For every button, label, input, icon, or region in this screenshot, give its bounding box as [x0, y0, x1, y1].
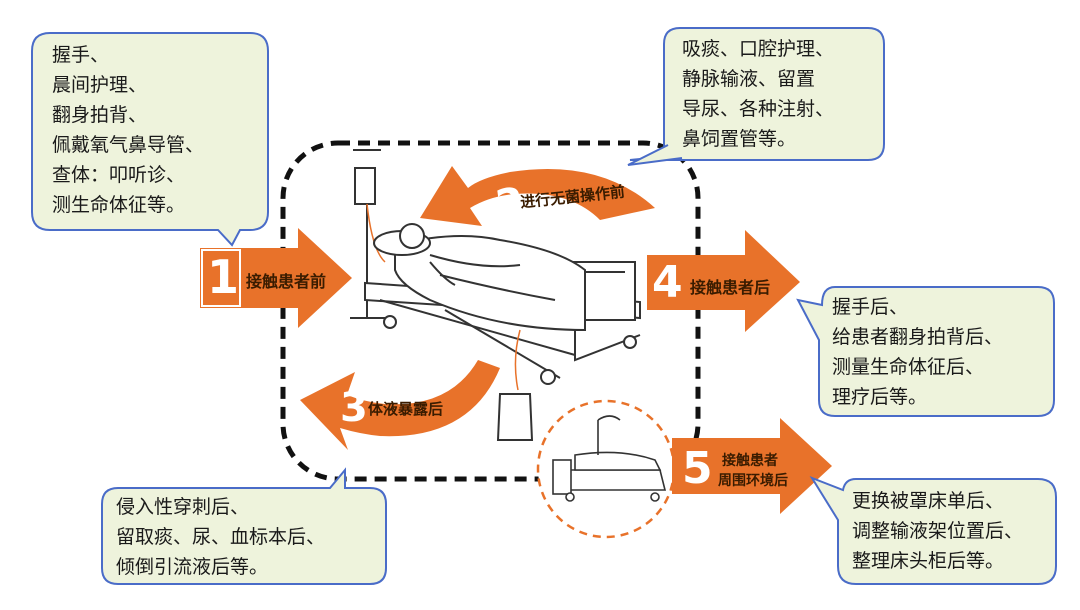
arrow-5-shape [672, 418, 832, 514]
callout-line: 留取痰、尿、血标本后、 [116, 526, 326, 548]
arrow-5-label-line2: 周围环境后 [718, 473, 788, 489]
arrow-5-number: 5 [682, 443, 713, 494]
arrow-3-number: 3 [340, 385, 368, 431]
callout-pointer-before-aseptic [627, 144, 683, 166]
callout-line: 鼻饲置管等。 [682, 128, 797, 150]
callout-after-contact-text: 握手后、 给患者翻身拍背后、 测量生命体征后、 理疗后等。 [832, 292, 1003, 412]
callout-line: 更换被罩床单后、 [852, 490, 1005, 512]
callout-line: 倾倒引流液后等。 [116, 556, 269, 578]
callout-line: 测生命体征等。 [52, 194, 186, 216]
surroundings-bed-illustration [552, 415, 667, 502]
callout-after-fluid-text: 侵入性穿刺后、 留取痰、尿、血标本后、 倾倒引流液后等。 [116, 492, 325, 582]
callout-after-surroundings-text: 更换被罩床单后、 调整输液架位置后、 整理床头柜后等。 [852, 486, 1023, 576]
callout-line: 给患者翻身拍背后、 [832, 326, 1004, 348]
callout-line: 导尿、各种注射、 [682, 98, 835, 120]
arrow-4-number: 4 [652, 257, 683, 308]
callout-line: 侵入性穿刺后、 [116, 496, 250, 518]
callout-line: 理疗后等。 [832, 386, 928, 408]
callout-line: 测量生命体征后、 [832, 356, 985, 378]
callout-line: 握手后、 [832, 296, 909, 318]
callout-line: 晨间护理、 [52, 74, 148, 96]
arrow-4-label: 接触患者后 [690, 278, 771, 297]
hospital-bed-illustration [350, 149, 641, 441]
patient-zone-border [280, 140, 701, 482]
arrow-5-label-line1: 接触患者 [722, 453, 778, 469]
callout-before-contact-text: 握手、 晨间护理、 翻身拍背、 佩戴氧气鼻导管、 查体：叩听诊、 测生命体征等。 [52, 40, 204, 220]
callout-line: 吸痰、口腔护理、 [682, 38, 835, 60]
callout-bubble-after-fluid [101, 467, 387, 585]
arrow-1-number: 1 [207, 250, 240, 304]
callout-line: 查体：叩听诊、 [52, 164, 186, 186]
callout-line: 整理床头柜后等。 [852, 550, 1005, 572]
callout-line: 握手、 [52, 44, 110, 66]
callout-line: 调整输液架位置后、 [852, 520, 1024, 542]
arrow-4-shape [647, 230, 800, 332]
callout-bubble-before-contact [31, 32, 269, 247]
callout-line: 翻身拍背、 [52, 104, 148, 126]
arrow-1-label: 接触患者前 [246, 272, 327, 291]
arrow-2-shape [420, 166, 655, 226]
callout-bubble-after-surroundings [809, 475, 1057, 585]
arrow-3-shape [300, 360, 500, 450]
callout-bubble-after-contact [796, 286, 1055, 417]
callout-line: 静脉输液、留置 [682, 68, 816, 90]
callout-before-aseptic-text: 吸痰、口腔护理、 静脉输液、留置 导尿、各种注射、 鼻饲置管等。 [682, 34, 834, 154]
arrow-1-badge [201, 249, 241, 307]
callout-line: 佩戴氧气鼻导管、 [52, 134, 205, 156]
arrow-3-label: 体液暴露后 [368, 400, 444, 418]
